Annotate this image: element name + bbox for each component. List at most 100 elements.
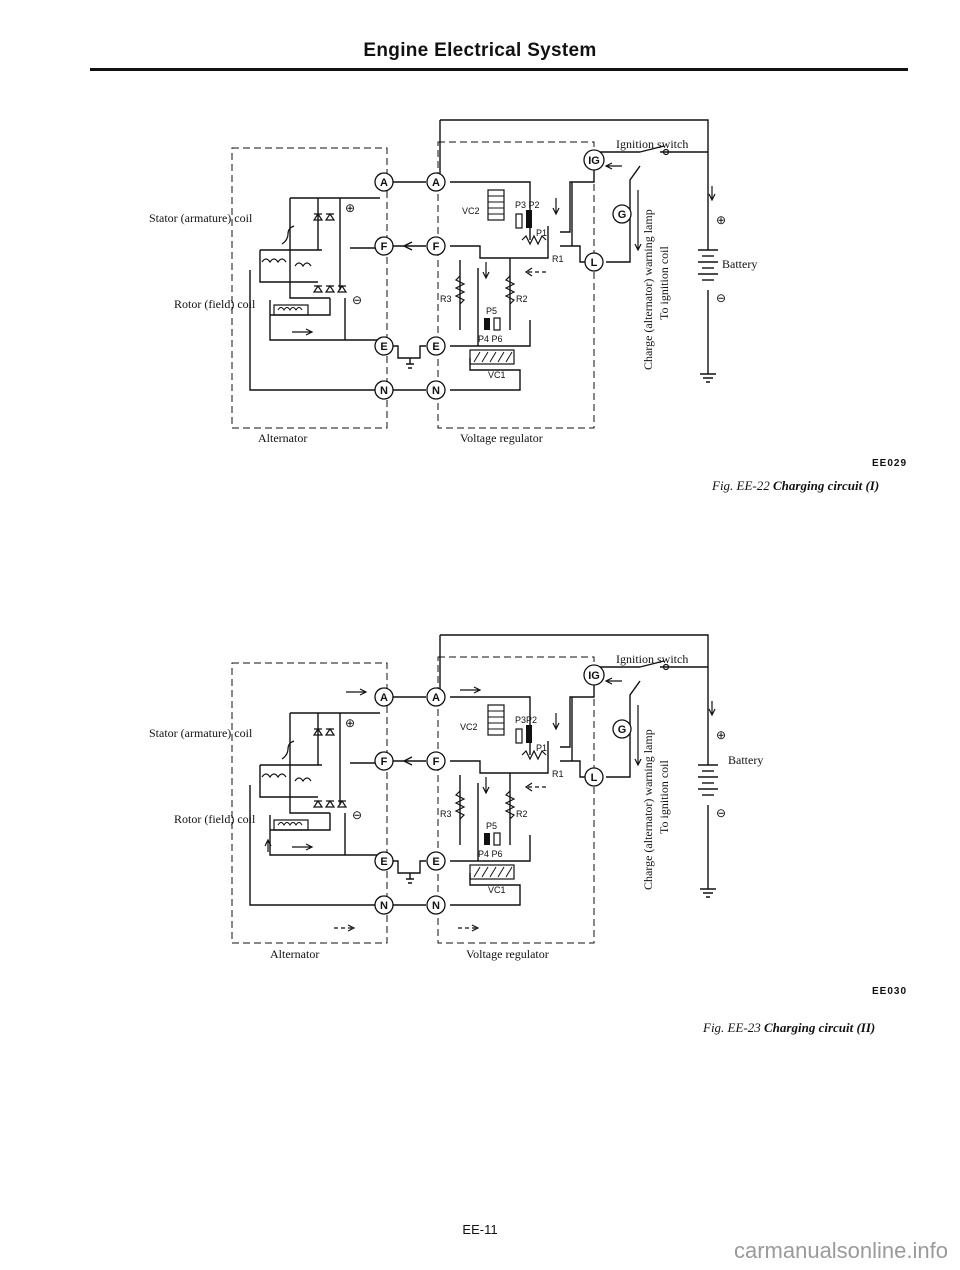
battery-plus-icon: ⊕	[716, 728, 726, 742]
p5-label: P5	[486, 306, 497, 316]
terminal-n-alt: N	[374, 895, 394, 915]
figure-2-terminals: A F E N A F E N IG L G	[374, 664, 632, 915]
terminal-e-alt: E	[374, 336, 394, 356]
terminal-a-alt: A	[374, 172, 394, 192]
terminal-a-reg: A	[426, 172, 446, 192]
regulator-label: Voltage regulator	[466, 947, 549, 961]
figure-2-diagram: A F E N A F E N IG L G Stator (armature)…	[149, 634, 763, 961]
svg-text:L: L	[591, 257, 598, 269]
page-number: EE-11	[462, 1222, 498, 1237]
svg-text:IG: IG	[588, 670, 600, 682]
svg-text:E: E	[432, 341, 439, 353]
r1-label: R1	[552, 254, 564, 264]
warning-lamp-icon: G	[612, 204, 632, 224]
ignition-switch-label: Ignition switch	[616, 137, 688, 151]
warning-lamp-label: Charge (alternator) warning lamp	[641, 729, 655, 890]
figure-1-diagram: A F E N A F E N IG L G Stator (armature)…	[149, 119, 757, 445]
terminal-n-reg: N	[426, 895, 446, 915]
terminal-a-reg: A	[426, 687, 446, 707]
watermark: carmanualsonline.info	[733, 1238, 948, 1263]
p1-label: P1	[536, 743, 547, 753]
ignition-coil-label: To ignition coil	[657, 760, 671, 834]
svg-text:F: F	[433, 756, 440, 768]
stator-label: Stator (armature) coil	[149, 211, 253, 225]
terminal-e-alt: E	[374, 851, 394, 871]
rotor-label: Rotor (field) coil	[174, 297, 256, 311]
vc2-label: VC2	[460, 722, 478, 732]
figure-1-code: EE029	[872, 458, 908, 469]
vc1-label: VC1	[488, 370, 506, 380]
svg-text:A: A	[380, 177, 388, 189]
svg-text:A: A	[432, 692, 440, 704]
svg-text:N: N	[432, 385, 440, 397]
battery-minus-icon: ⊖	[716, 806, 726, 820]
svg-text:N: N	[432, 900, 440, 912]
figure-1-caption: Fig. EE-22 Charging circuit (I)	[712, 478, 879, 494]
alternator-label: Alternator	[270, 947, 319, 961]
vc2-label: VC2	[462, 206, 480, 216]
figure-1-terminals: A F E N A F E N IG L G	[374, 149, 632, 400]
flow-arrows	[264, 686, 482, 932]
figure-2-caption-prefix: Fig. EE-23	[703, 1020, 761, 1035]
p4p6-label: P4 P6	[478, 849, 503, 859]
r3-label: R3	[440, 294, 452, 304]
terminal-f-alt: F	[374, 751, 394, 771]
terminal-n-reg: N	[426, 380, 446, 400]
terminal-l: L	[584, 252, 604, 272]
stator-label: Stator (armature) coil	[149, 726, 253, 740]
figure-2-caption-title: Charging circuit (II)	[764, 1020, 876, 1035]
ignition-switch-label: Ignition switch	[616, 652, 688, 666]
rotor-label: Rotor (field) coil	[174, 812, 256, 826]
warning-lamp-label: Charge (alternator) warning lamp	[641, 209, 655, 370]
r2-label: R2	[516, 294, 528, 304]
p1-label: P1	[536, 228, 547, 238]
r2-label: R2	[516, 809, 528, 819]
battery-minus-icon: ⊖	[716, 291, 726, 305]
svg-text:A: A	[380, 692, 388, 704]
svg-text:N: N	[380, 385, 388, 397]
r1-label: R1	[552, 769, 564, 779]
figure-1-caption-prefix: Fig. EE-22	[712, 478, 770, 493]
p3p2-label: P3P2	[515, 715, 537, 725]
terminal-ig: IG	[583, 664, 605, 686]
battery-label: Battery	[722, 257, 757, 271]
regulator-label: Voltage regulator	[460, 431, 543, 445]
figure-1-caption-title: Charging circuit (I)	[773, 478, 880, 493]
terminal-l: L	[584, 767, 604, 787]
svg-text:N: N	[380, 900, 388, 912]
header-rule	[90, 68, 908, 71]
svg-text:F: F	[433, 241, 440, 253]
alternator-minus-icon: ⊖	[352, 808, 362, 822]
alternator-plus-icon: ⊕	[345, 201, 355, 215]
ignition-coil-label: To ignition coil	[657, 246, 671, 320]
svg-text:F: F	[381, 756, 388, 768]
figure-2-code: EE030	[872, 986, 908, 997]
page-header-title: Engine Electrical System	[363, 40, 597, 61]
figure-2-caption: Fig. EE-23 Charging circuit (II)	[703, 1020, 875, 1036]
svg-text:IG: IG	[588, 155, 600, 167]
battery-label: Battery	[728, 753, 763, 767]
p4p6-label: P4 P6	[478, 334, 503, 344]
vc1-label: VC1	[488, 885, 506, 895]
alternator-minus-icon: ⊖	[352, 293, 362, 307]
svg-text:G: G	[618, 209, 627, 221]
svg-text:E: E	[380, 856, 387, 868]
terminal-f-reg: F	[426, 236, 446, 256]
r3-label: R3	[440, 809, 452, 819]
svg-text:F: F	[381, 241, 388, 253]
terminal-f-alt: F	[374, 236, 394, 256]
p3p2-label: P3 P2	[515, 200, 540, 210]
terminal-ig: IG	[583, 149, 605, 171]
svg-text:E: E	[432, 856, 439, 868]
alternator-plus-icon: ⊕	[345, 716, 355, 730]
p5-label: P5	[486, 821, 497, 831]
terminal-a-alt: A	[374, 687, 394, 707]
terminal-n-alt: N	[374, 380, 394, 400]
svg-text:E: E	[380, 341, 387, 353]
warning-lamp-icon: G	[612, 719, 632, 739]
terminal-e-reg: E	[426, 851, 446, 871]
alternator-label: Alternator	[258, 431, 307, 445]
battery-plus-icon: ⊕	[716, 213, 726, 227]
svg-text:G: G	[618, 724, 627, 736]
